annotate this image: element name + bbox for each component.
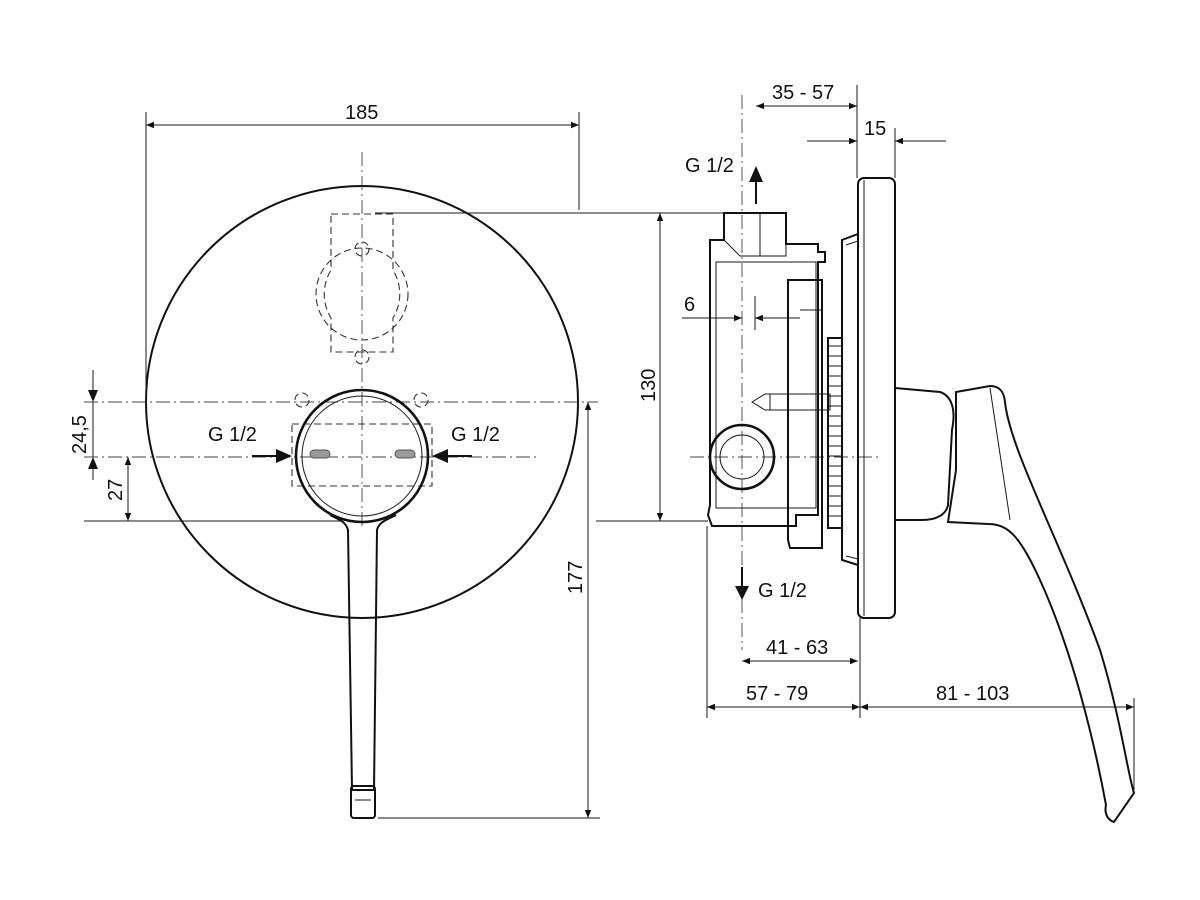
body-height-label: 130 bbox=[638, 369, 660, 402]
front-view: G 1/2 G 1/2 185 177 24,5 27 bbox=[69, 102, 600, 819]
hidden-inlet-mount bbox=[291, 423, 433, 487]
right-inlet-label: G 1/2 bbox=[451, 424, 500, 446]
front-lever bbox=[329, 514, 397, 791]
handle-range-label: 81 - 103 bbox=[936, 683, 1009, 705]
side-lever bbox=[946, 384, 1136, 824]
bottom-outlet-arrow-icon bbox=[735, 567, 749, 600]
sleeve bbox=[841, 232, 859, 567]
height-dimension-label: 177 bbox=[565, 561, 587, 594]
top-outlet-label: G 1/2 bbox=[685, 155, 734, 177]
inlet-offset-label: 24,5 bbox=[69, 415, 91, 454]
mid-range-label: 41 - 63 bbox=[766, 637, 828, 659]
hot-indicator-icon bbox=[394, 449, 416, 459]
bottom-outlet-label: G 1/2 bbox=[758, 580, 807, 602]
left-inlet-label: G 1/2 bbox=[208, 424, 257, 446]
bottom-outlet-port-outer bbox=[708, 423, 776, 491]
right-inlet-arrow-icon bbox=[432, 449, 472, 463]
plate-dimension-label: 15 bbox=[864, 118, 886, 140]
handle-hub-profile bbox=[894, 387, 955, 521]
lever-tip bbox=[350, 785, 376, 819]
lever-offset-label: 27 bbox=[105, 479, 127, 501]
valve-body bbox=[706, 212, 826, 527]
top-range-label: 35 - 57 bbox=[772, 82, 834, 104]
cartridge-support bbox=[787, 279, 823, 549]
small-dimension-label: 6 bbox=[684, 294, 695, 316]
cover-plate-profile bbox=[857, 177, 896, 619]
threaded-ring bbox=[827, 337, 843, 529]
handle-hub-outer bbox=[294, 388, 430, 524]
left-inlet-arrow-icon bbox=[252, 449, 292, 463]
width-dimension-label: 185 bbox=[345, 102, 378, 124]
hidden-right-mount-screw bbox=[413, 392, 429, 408]
hidden-lower-screw bbox=[354, 349, 370, 365]
depth-range-label: 57 - 79 bbox=[746, 683, 808, 705]
top-outlet-arrow-icon bbox=[749, 166, 763, 204]
mounting-screw bbox=[751, 393, 831, 411]
body-inner-panel bbox=[715, 261, 817, 509]
side-view: G 1/2 G 1/2 35 - 57 15 130 6 41 - 63 57 … bbox=[375, 82, 1136, 824]
handle-hub-inner bbox=[301, 395, 423, 517]
hidden-cartridge-outline bbox=[323, 213, 401, 353]
top-outlet-stub bbox=[723, 239, 787, 257]
hidden-cartridge-circle bbox=[315, 247, 409, 341]
cold-indicator-icon bbox=[309, 449, 331, 459]
hidden-left-mount-screw bbox=[294, 392, 310, 408]
bottom-outlet-port-inner bbox=[719, 434, 765, 480]
